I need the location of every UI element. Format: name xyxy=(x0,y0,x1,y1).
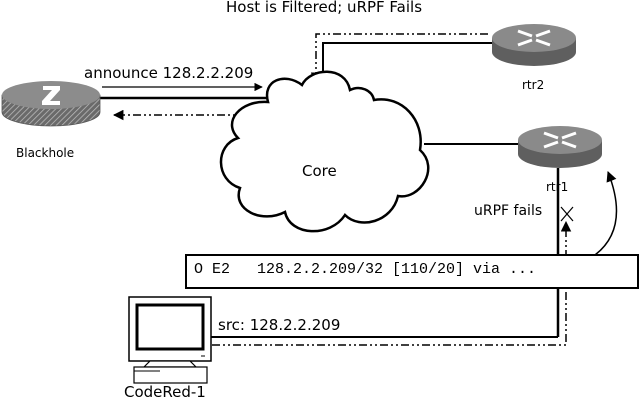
urpf-fail-x-icon xyxy=(560,206,574,222)
core-label: Core xyxy=(302,162,337,180)
route-lookup-arrow xyxy=(594,171,618,256)
codered-computer-icon xyxy=(128,296,212,384)
blackhole-label: Blackhole xyxy=(16,146,75,160)
rtr2-label: rtr2 xyxy=(522,78,545,92)
diagram-title: Host is Filtered; uRPF Fails xyxy=(226,0,423,16)
core-cloud-icon xyxy=(219,70,430,233)
route-entry-text: O E2 128.2.2.209/32 [110/20] via ... xyxy=(194,261,537,278)
route-table-box xyxy=(185,254,639,289)
urpf-fails-label: uRPF fails xyxy=(474,203,543,219)
rtr1-router-icon xyxy=(518,126,602,168)
src-label: src: 128.2.2.209 xyxy=(218,316,341,334)
rtr2-router-icon xyxy=(492,24,576,66)
codered-label: CodeRed-1 xyxy=(124,383,206,401)
rtr1-label: rtr1 xyxy=(546,180,569,194)
announce-label: announce 128.2.2.209 xyxy=(84,64,254,82)
return-path-rtr2-to-core xyxy=(310,33,488,84)
blackhole-router-icon xyxy=(1,81,101,127)
